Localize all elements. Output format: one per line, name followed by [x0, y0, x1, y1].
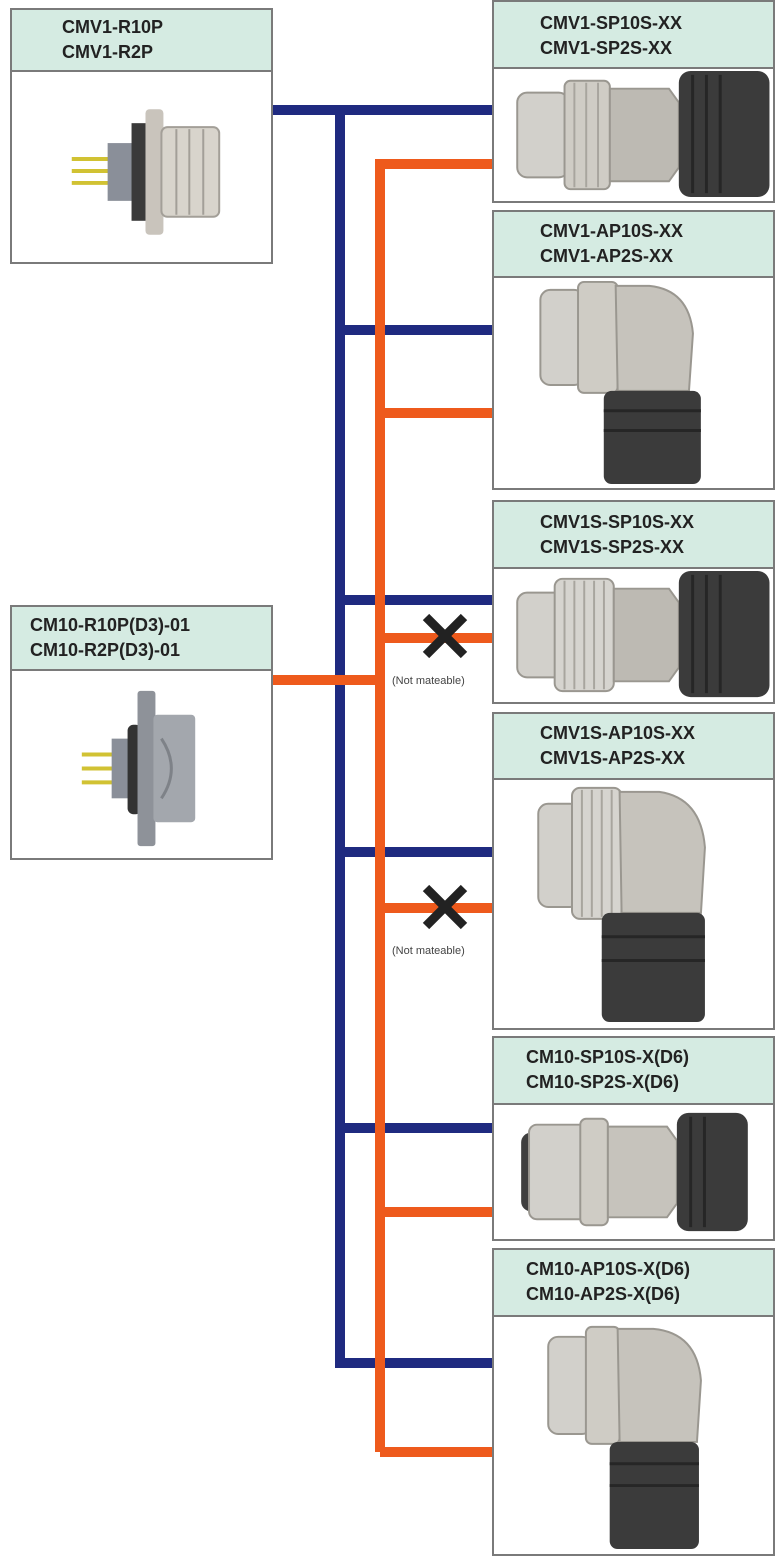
part-number: CM10-AP2S-X(D6): [526, 1284, 681, 1304]
flange-receptacle-icon: [71, 109, 221, 235]
not-mateable-cross-icon: [422, 884, 468, 930]
angle-plug-icon: [537, 786, 706, 1023]
straight-plug-icon: [521, 1112, 748, 1232]
receptacle-card-cmv1: CMV1-R10P CMV1-R2P: [10, 8, 273, 264]
part-number: CMV1-SP10S-XX: [540, 13, 683, 33]
part-number: CM10-AP10S-X(D6): [526, 1259, 691, 1279]
plug-card-cmv1-angle: CMV1-AP10S-XX CMV1-AP2S-XX: [492, 210, 775, 490]
plug-card-cmv1s-angle: CMV1S-AP10S-XX CMV1S-AP2S-XX: [492, 712, 775, 1030]
part-number: CMV1S-AP10S-XX: [540, 723, 696, 743]
angle-plug-icon: [539, 280, 701, 485]
part-number: CMV1S-AP2S-XX: [540, 748, 686, 768]
part-number: CMV1-SP2S-XX: [540, 38, 673, 58]
part-number: CM10-SP10S-X(D6): [526, 1047, 690, 1067]
card-header: CMV1S-AP10S-XX CMV1S-AP2S-XX: [494, 714, 773, 780]
part-number: CMV1S-SP10S-XX: [540, 512, 695, 532]
cm10-trunk-line: [272, 159, 492, 1452]
card-header: CMV1-R10P CMV1-R2P: [12, 10, 271, 72]
cm10-mating-lines: [272, 159, 492, 1457]
plug-card-cmv1-straight: CMV1-SP10S-XX CMV1-SP2S-XX: [492, 0, 775, 203]
card-header: CMV1-AP10S-XX CMV1-AP2S-XX: [494, 212, 773, 278]
part-number: CMV1-AP10S-XX: [540, 221, 684, 241]
card-header: CMV1S-SP10S-XX CMV1S-SP2S-XX: [494, 502, 773, 569]
flange-receptacle-icon: [81, 690, 196, 847]
straight-plug-icon: [516, 70, 770, 198]
part-number: CMV1-R10P: [62, 17, 164, 37]
straight-plug-icon: [516, 570, 770, 698]
part-number: CMV1-AP2S-XX: [540, 246, 674, 266]
card-header: CM10-SP10S-X(D6) CM10-SP2S-X(D6): [494, 1038, 773, 1105]
cmv1-trunk-line: [272, 105, 492, 1368]
cmv1-mating-lines: [272, 105, 492, 1368]
part-number: CMV1-R2P: [62, 42, 154, 62]
plug-card-cm10-angle: CM10-AP10S-X(D6) CM10-AP2S-X(D6): [492, 1248, 775, 1556]
part-number: CM10-SP2S-X(D6): [526, 1072, 680, 1092]
receptacle-card-cm10: CM10-R10P(D3)-01 CM10-R2P(D3)-01: [10, 605, 273, 860]
part-number: CM10-R10P(D3)-01: [30, 615, 191, 635]
angle-plug-icon: [547, 1325, 702, 1550]
card-header: CM10-R10P(D3)-01 CM10-R2P(D3)-01: [12, 607, 271, 671]
not-mateable-cross-icon: [422, 613, 468, 659]
part-number: CMV1S-SP2S-XX: [540, 537, 685, 557]
plug-card-cmv1s-straight: CMV1S-SP10S-XX CMV1S-SP2S-XX: [492, 500, 775, 704]
not-mateable-note: (Not mateable): [392, 675, 465, 687]
not-mateable-note: (Not mateable): [392, 945, 465, 957]
card-header: CM10-AP10S-X(D6) CM10-AP2S-X(D6): [494, 1250, 773, 1317]
plug-card-cm10-straight: CM10-SP10S-X(D6) CM10-SP2S-X(D6): [492, 1036, 775, 1241]
card-header: CMV1-SP10S-XX CMV1-SP2S-XX: [494, 2, 773, 69]
part-number: CM10-R2P(D3)-01: [30, 640, 181, 660]
